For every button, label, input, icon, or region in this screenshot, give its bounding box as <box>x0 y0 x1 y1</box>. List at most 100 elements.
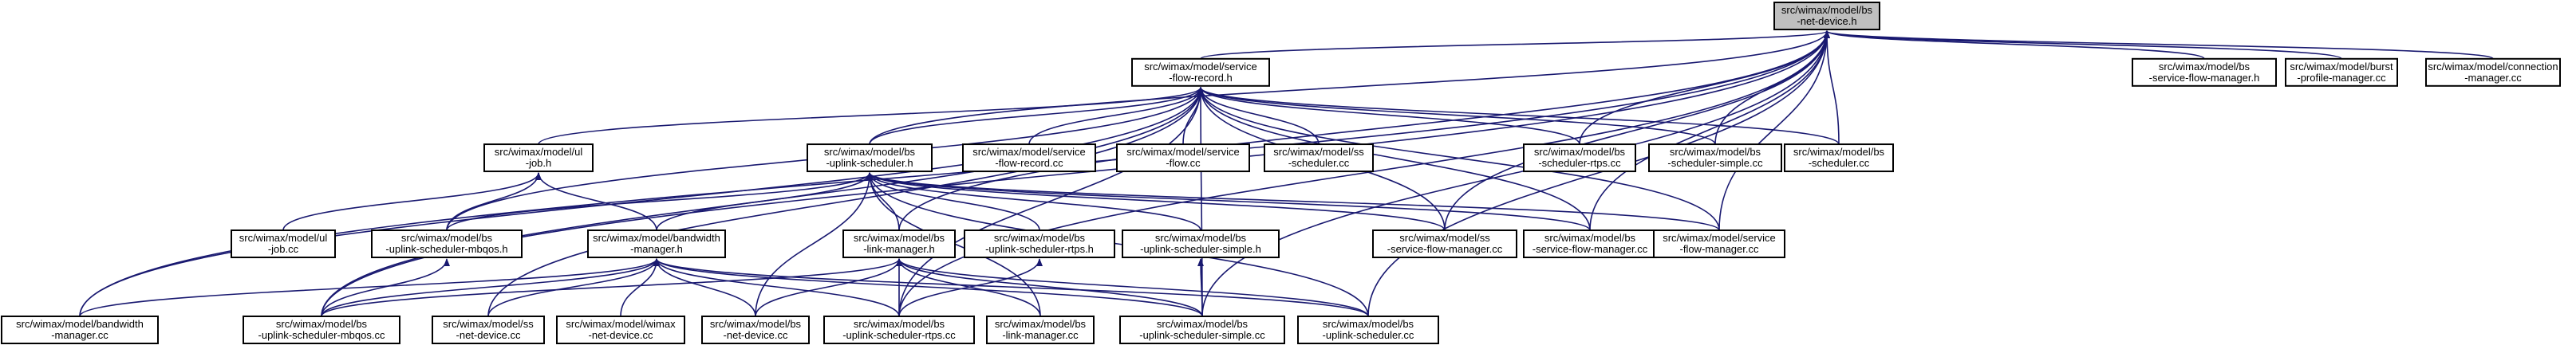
node-box[interactable] <box>1653 229 1785 259</box>
node-box[interactable] <box>2132 57 2277 87</box>
node-wimax_nd_cc[interactable]: src/wimax/model/wimax-net-device.cc <box>556 315 685 344</box>
node-layer: src/wimax/model/bs-net-device.hsrc/wimax… <box>1 2 2561 344</box>
node-ss_sfm_cc[interactable]: src/wimax/model/ss-service-flow-manager.… <box>1372 229 1517 259</box>
edge-up_sched_cc-to-bwm_h <box>653 258 1369 317</box>
node-sched_simple_cc[interactable]: src/wimax/model/bs-scheduler-simple.cc <box>1648 143 1782 173</box>
node-box[interactable] <box>1523 229 1657 259</box>
node-box[interactable] <box>962 143 1096 173</box>
node-sf_cc[interactable]: src/wimax/model/service-flow.cc <box>1116 143 1250 173</box>
edge-up_simple_cc-to-root <box>1201 30 1830 316</box>
node-upsched_h[interactable]: src/wimax/model/bs-uplink-scheduler.h <box>807 143 933 173</box>
node-ul_job_h[interactable]: src/wimax/model/ul-job.h <box>483 143 594 173</box>
edge-up_sched_cc-to-upsched_h <box>866 172 1369 316</box>
edge-link_h-to-root <box>898 30 1830 231</box>
edge-up_sched_cc-to-root <box>1367 30 1830 316</box>
node-label-line-1: src/wimax/model/bs <box>1781 4 1873 16</box>
node-label-line-1: src/wimax/model/connection <box>2428 61 2558 73</box>
node-box[interactable] <box>1523 143 1636 173</box>
node-bs_nd_cc[interactable]: src/wimax/model/bs-net-device.cc <box>701 315 810 344</box>
node-burst_cc[interactable]: src/wimax/model/burst-profile-manager.cc <box>2285 57 2398 87</box>
node-up_simple_cc[interactable]: src/wimax/model/bs-uplink-scheduler-simp… <box>1119 315 1285 344</box>
node-label-line-2: -service-flow-manager.h <box>2149 72 2260 84</box>
edge-sched_cc-to-root <box>1824 30 1840 145</box>
node-box[interactable] <box>1116 143 1250 173</box>
node-sfm_cc[interactable]: src/wimax/model/service-flow-manager.cc <box>1653 229 1785 259</box>
node-box[interactable] <box>1119 315 1285 344</box>
node-box[interactable] <box>231 229 336 259</box>
node-up_sched_cc[interactable]: src/wimax/model/bs-uplink-scheduler.cc <box>1297 315 1439 344</box>
node-up_simple_h[interactable]: src/wimax/model/bs-uplink-scheduler-simp… <box>1122 229 1280 259</box>
node-box[interactable] <box>823 315 975 344</box>
node-link_h[interactable]: src/wimax/model/bs-link-manager.h <box>842 229 956 259</box>
node-box[interactable] <box>1297 315 1439 344</box>
edge-bs_sfm_cc-to-sfr_h <box>1197 86 1591 231</box>
node-label-line-1: src/wimax/model/bs <box>1544 232 1636 244</box>
node-box[interactable] <box>807 143 933 173</box>
node-box[interactable] <box>432 315 545 344</box>
node-bwm_h[interactable]: src/wimax/model/bandwidth-manager.h <box>587 229 726 259</box>
node-label-line-1: src/wimax/model/bs <box>1670 146 1761 158</box>
node-box[interactable] <box>587 229 726 259</box>
node-label-line-2: -profile-manager.cc <box>2297 72 2386 84</box>
edge-bwm_h-to-upsched_h <box>656 172 873 231</box>
node-label-line-1: src/wimax/model/bs <box>1323 318 1414 330</box>
node-ss_sched_cc[interactable]: src/wimax/model/ss-scheduler.cc <box>1264 143 1374 173</box>
node-up_mbqos_h[interactable]: src/wimax/model/bs-uplink-scheduler-mbqo… <box>371 229 523 259</box>
node-up_rtps_h[interactable]: src/wimax/model/bs-uplink-scheduler-rtps… <box>964 229 1115 259</box>
edge-up_mbqos_cc-to-up_mbqos_h <box>321 258 450 317</box>
node-box[interactable] <box>842 229 956 259</box>
node-label-line-1: src/wimax/model/bs <box>1793 146 1885 158</box>
node-root-file[interactable]: src/wimax/model/bs-net-device.h <box>1773 2 1880 31</box>
node-box[interactable] <box>1131 57 1270 87</box>
edge-bs_nd_cc-to-link_h <box>755 258 902 317</box>
node-sfr_h[interactable]: src/wimax/model/service-flow-record.h <box>1131 57 1270 87</box>
node-box[interactable] <box>1648 143 1782 173</box>
edge-bwm_cc-to-bwm_h <box>79 258 660 317</box>
edge-sched_cc-to-sfr_h <box>1197 86 1840 145</box>
node-box[interactable] <box>701 315 810 344</box>
node-box[interactable] <box>1773 2 1880 31</box>
node-label-line-2: -net-device.cc <box>589 329 653 341</box>
node-box[interactable] <box>2285 57 2398 87</box>
edge-sfm_cc-to-upsched_h <box>866 172 1720 231</box>
node-ss_nd_cc[interactable]: src/wimax/model/ss-net-device.cc <box>432 315 545 344</box>
node-label-line-1: src/wimax/model/service <box>972 146 1086 158</box>
node-label-line-2: -uplink-scheduler.h <box>826 157 913 169</box>
edge-up_rtps_cc-to-up_rtps_h <box>898 258 1043 317</box>
node-conn_cc[interactable]: src/wimax/model/connection-manager.cc <box>2425 57 2561 87</box>
node-box[interactable] <box>1784 143 1894 173</box>
edge-sfr_h-to-root <box>1200 30 1830 60</box>
edge-up_rtps_cc-to-root <box>898 30 1830 316</box>
edge-bwm_cc-to-root <box>79 30 1830 316</box>
node-bs_sfm_cc[interactable]: src/wimax/model/bs-service-flow-manager.… <box>1523 229 1657 259</box>
node-box[interactable] <box>1264 143 1374 173</box>
node-sfr_cc[interactable]: src/wimax/model/service-flow-record.cc <box>962 143 1096 173</box>
edge-sfr_cc-to-sfr_h <box>1028 86 1204 145</box>
node-link_cc[interactable]: src/wimax/model/bs-link-manager.cc <box>986 315 1095 344</box>
node-sched_rtps_cc[interactable]: src/wimax/model/bs-scheduler-rtps.cc <box>1523 143 1636 173</box>
node-label-line-2: -service-flow-manager.cc <box>1387 243 1503 255</box>
edge-conn_cc-to-root <box>1824 30 2494 60</box>
node-box[interactable] <box>1372 229 1517 259</box>
node-box[interactable] <box>483 143 594 173</box>
node-ul_job_cc[interactable]: src/wimax/model/ul-job.cc <box>231 229 336 259</box>
edge-up_rtps_cc-to-bwm_h <box>653 258 900 317</box>
edge-bs_nd_cc-to-upsched_h <box>755 172 873 316</box>
node-label-line-2: -uplink-scheduler-mbqos.h <box>385 243 507 255</box>
node-up_rtps_cc[interactable]: src/wimax/model/bs-uplink-scheduler-rtps… <box>823 315 975 344</box>
node-up_mbqos_cc[interactable]: src/wimax/model/bs-uplink-scheduler-mbqo… <box>243 315 400 344</box>
node-box[interactable] <box>371 229 523 259</box>
node-label-line-1: src/wimax/model/ul <box>239 232 328 244</box>
node-box[interactable] <box>556 315 685 344</box>
node-sfm_h[interactable]: src/wimax/model/bs-service-flow-manager.… <box>2132 57 2277 87</box>
node-box[interactable] <box>2425 57 2561 87</box>
node-box[interactable] <box>964 229 1115 259</box>
node-sched_cc[interactable]: src/wimax/model/bs-scheduler.cc <box>1784 143 1894 173</box>
node-label-line-2: -scheduler.cc <box>1288 157 1350 169</box>
edge-ul_job_h-to-sfr_h <box>538 86 1204 145</box>
node-box[interactable] <box>1 315 159 344</box>
node-box[interactable] <box>1122 229 1280 259</box>
node-box[interactable] <box>986 315 1095 344</box>
node-box[interactable] <box>243 315 400 344</box>
node-bwm_cc[interactable]: src/wimax/model/bandwidth-manager.cc <box>1 315 159 344</box>
